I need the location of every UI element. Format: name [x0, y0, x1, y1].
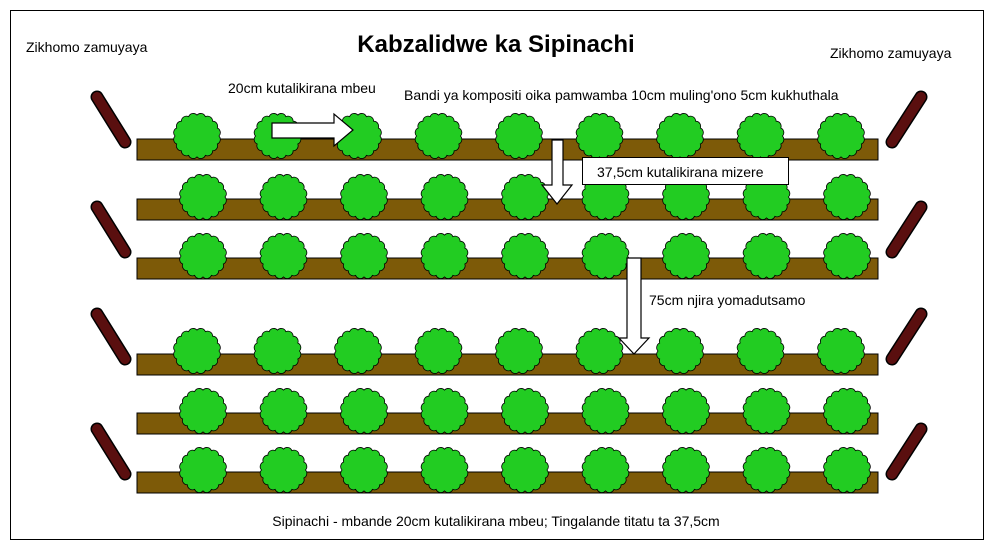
spinach-plant-icon [334, 328, 382, 374]
stake-label-right: Zikhomo zamuyaya [830, 45, 952, 61]
spinach-plant-icon [173, 328, 221, 374]
spinach-plant-icon [823, 174, 871, 220]
beds-group [136, 113, 879, 494]
stakes-group [90, 90, 928, 481]
bed-1 [136, 113, 879, 280]
spinach-plant-icon [575, 328, 624, 374]
spinach-plant-icon [823, 233, 871, 279]
spinach-plant-icon [736, 328, 785, 374]
spinach-plant-icon [742, 233, 791, 279]
planting-row [136, 447, 879, 494]
spinach-plant-icon [414, 328, 463, 374]
spinach-plant-icon [495, 328, 543, 374]
diagram-frame [10, 10, 984, 540]
planting-row [136, 328, 879, 376]
spinach-plant-icon [662, 233, 710, 279]
spinach-plant-icon [662, 388, 710, 434]
spinach-plant-icon [414, 113, 463, 159]
spinach-plant-icon [179, 388, 227, 434]
spinach-plant-icon [823, 388, 871, 434]
arrows-group [271, 112, 651, 355]
planting-row [136, 113, 879, 161]
spinach-plant-icon [420, 174, 469, 220]
planting-row [136, 388, 879, 435]
spinach-plant-icon [179, 447, 227, 493]
spinach-plant-icon [259, 388, 308, 434]
spinach-plant-icon [581, 388, 630, 434]
spinach-plant-icon [742, 447, 791, 493]
permanent-stake-icon-fill [92, 424, 130, 479]
seed-spacing-arrow-icon [271, 112, 354, 148]
spinach-plant-icon [259, 174, 308, 220]
spinach-plant-icon [173, 113, 221, 159]
spinach-plant-icon [179, 174, 227, 220]
permanent-stake-icon-fill [92, 309, 130, 364]
spinach-plant-icon [420, 233, 469, 279]
spinach-plant-icon [742, 388, 791, 434]
spinach-plant-icon [736, 113, 785, 159]
spinach-plant-icon [501, 233, 549, 279]
spinach-plant-icon [501, 174, 549, 220]
spinach-plant-icon [179, 233, 227, 279]
permanent-stake-icon-fill [887, 202, 926, 257]
permanent-stake-icon-fill [92, 202, 130, 257]
spinach-plant-icon [420, 447, 469, 493]
spinach-plant-icon [340, 447, 388, 493]
spinach-plant-icon [259, 447, 308, 493]
permanent-stake-icon-fill [92, 92, 130, 147]
planting-row [136, 233, 879, 280]
permanent-stake-icon-fill [887, 424, 926, 479]
planting-row [136, 174, 879, 221]
spinach-plant-icon [340, 174, 388, 220]
stake-label-left: Zikhomo zamuyaya [26, 39, 148, 55]
spinach-plant-icon [253, 328, 302, 374]
spinach-plant-icon [823, 447, 871, 493]
spinach-plant-icon [259, 233, 308, 279]
spinach-plant-icon [575, 113, 624, 159]
spinach-plant-icon [420, 388, 469, 434]
spinach-plant-icon [340, 388, 388, 434]
spinach-plant-icon [581, 447, 630, 493]
spinach-plant-icon [581, 233, 630, 279]
permanent-stake-icon-fill [887, 92, 926, 147]
bed-2 [136, 328, 879, 494]
permanent-stake-icon-fill [887, 309, 926, 364]
row-spacing-arrow-icon [540, 139, 574, 205]
spinach-plant-icon [501, 447, 549, 493]
spinach-plant-icon [501, 388, 549, 434]
spinach-plant-icon [656, 113, 704, 159]
footer-caption: Sipinachi - mbande 20cm kutalikirana mbe… [272, 513, 720, 529]
path-width-arrow-icon [617, 257, 651, 355]
spinach-plant-icon [656, 328, 704, 374]
row-spacing-label-box [582, 157, 789, 185]
spinach-plant-icon [662, 447, 710, 493]
path-width-label: 75cm njira yomadutsamo [649, 292, 806, 308]
spinach-plant-icon [495, 113, 543, 159]
row-spacing-label: 37,5cm kutalikirana mizere [597, 164, 764, 180]
spinach-plant-icon [340, 233, 388, 279]
spinach-plant-icon [817, 113, 865, 159]
compost-band-label: Bandi ya kompositi oika pamwamba 10cm mu… [404, 87, 839, 103]
spinach-plant-icon [817, 328, 865, 374]
diagram-title: Kabzalidwe ka Sipinachi [357, 31, 635, 58]
seed-spacing-label: 20cm kutalikirana mbeu [228, 80, 376, 96]
